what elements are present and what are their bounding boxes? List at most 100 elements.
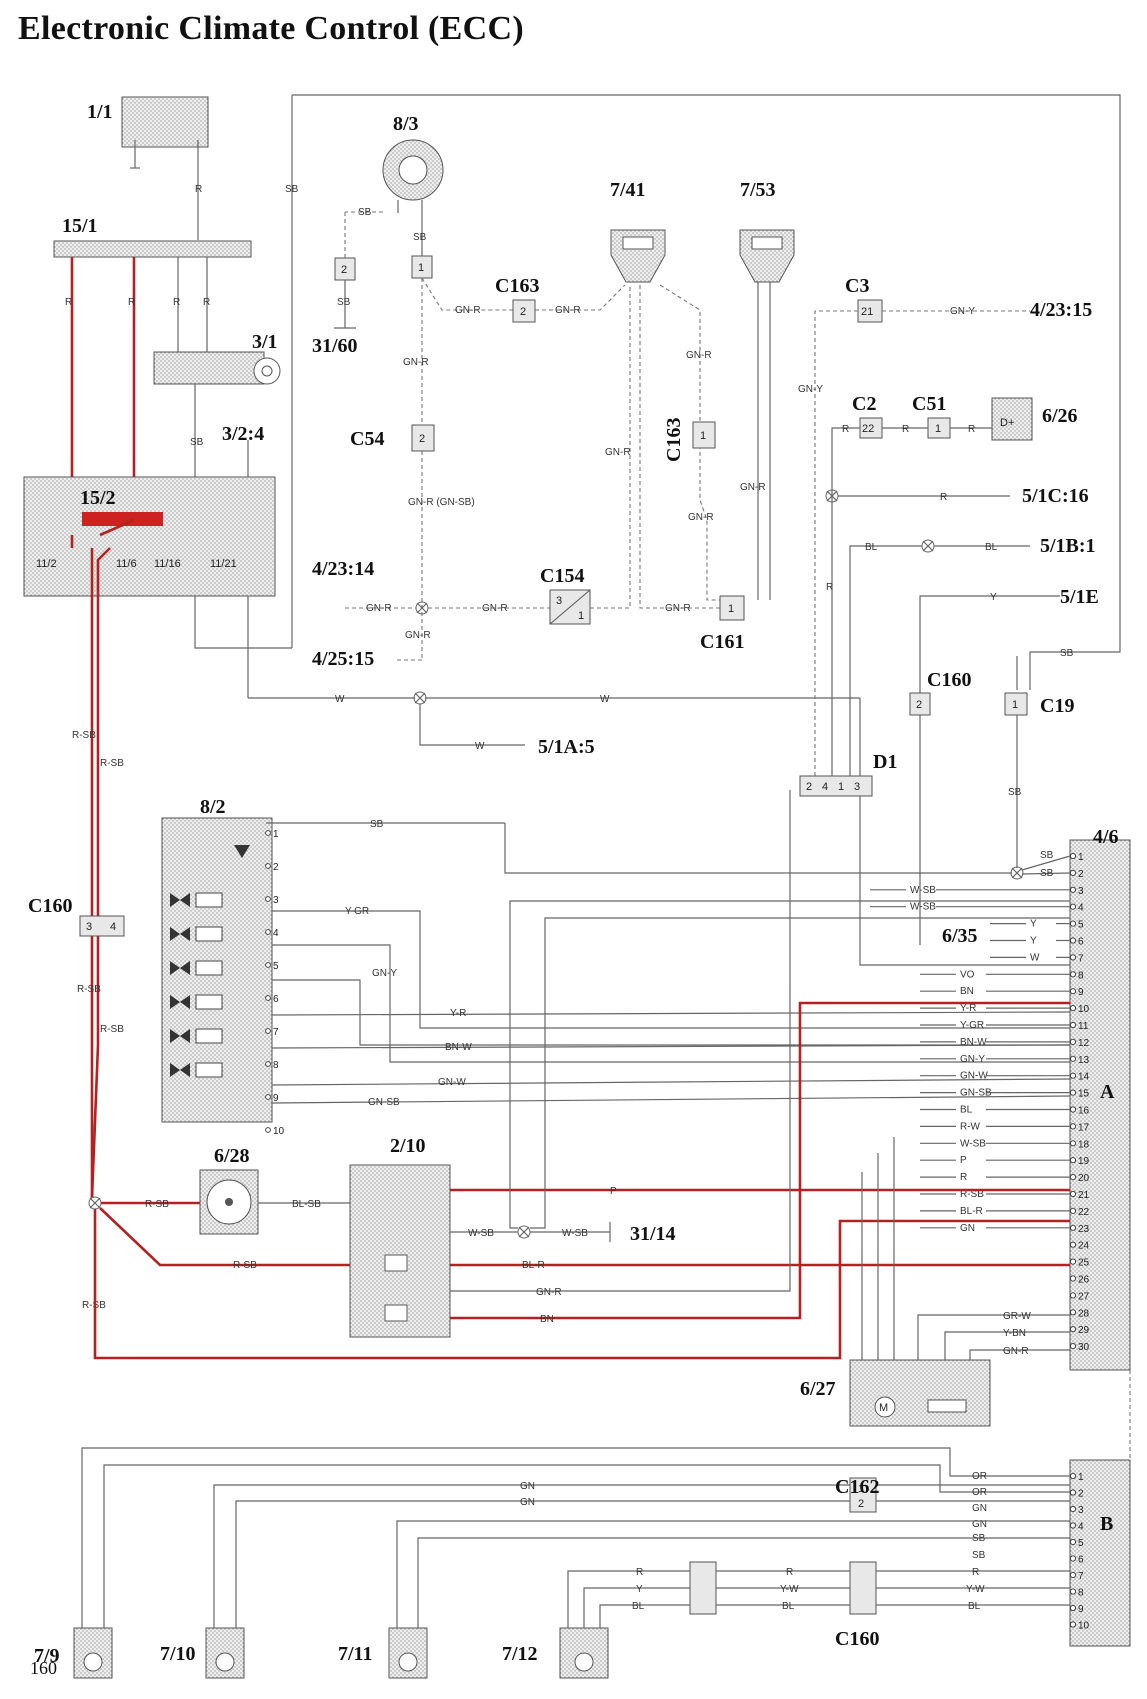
module-pin-number: 26 <box>1078 1275 1090 1286</box>
module-pin <box>1069 1038 1077 1046</box>
wire-label: R <box>842 424 849 435</box>
label-d1: D1 <box>873 751 897 773</box>
wire-label: R <box>968 424 975 435</box>
relay-coil <box>195 994 223 1010</box>
c160-left <box>79 915 125 937</box>
module-pin-number: 10 <box>1078 1004 1090 1015</box>
label-5-1b-1: 5/1B:1 <box>1040 535 1096 557</box>
module-pin <box>1069 1089 1077 1096</box>
connector-pin: 1 <box>838 781 844 793</box>
module-pin <box>1069 1224 1077 1231</box>
wire-label: Y-GR <box>345 906 369 917</box>
label-8-3: 8/3 <box>393 113 419 135</box>
control-module-4-6-B <box>1069 1459 1131 1647</box>
label-1-1: 1/1 <box>87 101 113 123</box>
label-c160-left: C160 <box>28 895 72 917</box>
wire-label: R <box>826 582 833 593</box>
wire-label: BL <box>968 1601 981 1612</box>
module-pin-number: 19 <box>1078 1156 1090 1167</box>
label-7-12: 7/12 <box>502 1643 538 1665</box>
wire-label: P <box>960 1155 967 1166</box>
module-pin-number: 14 <box>1078 1072 1090 1083</box>
fuse-label: 11/16 <box>154 558 181 570</box>
wire-label: GN <box>972 1519 987 1530</box>
wire-label: GN-SB <box>368 1097 400 1108</box>
wire-label: OR <box>972 1487 987 1498</box>
label-c160-right: C160 <box>927 669 971 691</box>
wire-label: VO <box>960 969 975 980</box>
generator-terminal: D+ <box>1000 417 1014 429</box>
wire-label: GN-R <box>405 630 431 641</box>
module-pin <box>1069 1021 1077 1029</box>
label-5-1a-5: 5/1A:5 <box>538 736 595 758</box>
relay-pin-number: 6 <box>273 994 279 1005</box>
fuse-bar-15-1 <box>53 240 252 258</box>
wire-label: SB <box>1008 787 1022 798</box>
diode-symbol <box>234 845 250 858</box>
wire-label: Y <box>636 1584 643 1595</box>
module-pin <box>1069 1309 1077 1316</box>
relay-coil <box>195 960 223 976</box>
c160-bottom-b <box>849 1561 877 1615</box>
module-pin-number: 21 <box>1078 1190 1090 1201</box>
module-pin <box>1069 988 1077 995</box>
wire-label: R <box>636 1567 643 1578</box>
fuse-label: 11/6 <box>116 558 137 570</box>
label-c161: C161 <box>700 631 744 653</box>
module-pin <box>1069 1604 1077 1612</box>
wire-label: GR-W <box>1003 1311 1031 1322</box>
wire-label: GN-R (GN-SB) <box>408 497 475 508</box>
label-7-11: 7/11 <box>338 1643 372 1665</box>
wire-label: R <box>972 1567 979 1578</box>
module-pin-number: 25 <box>1078 1258 1090 1269</box>
connector-pin: 3 <box>86 921 92 933</box>
module-pin-number: 23 <box>1078 1224 1090 1235</box>
relay-pin <box>265 1127 271 1133</box>
relay-coil <box>195 1062 223 1078</box>
wire-label: GN-Y <box>960 1054 985 1065</box>
relay-pin-number: 4 <box>273 928 279 939</box>
label-4-6: 4/6 <box>1093 826 1119 848</box>
wire-label: Y-W <box>966 1584 985 1595</box>
connector-pin: 2 <box>341 264 347 276</box>
module-pin <box>1069 1588 1077 1595</box>
wire-label: Y-GR <box>960 1020 984 1031</box>
module-pin <box>1069 1123 1077 1130</box>
motor-symbol: M <box>879 1402 888 1414</box>
relay-pin <box>265 929 271 935</box>
label-c163-right: C163 <box>663 418 685 462</box>
battery-1-1 <box>121 96 209 148</box>
module-pin-number: 12 <box>1078 1038 1090 1049</box>
module-pin <box>1069 1505 1077 1513</box>
module-pin-number: 13 <box>1078 1055 1090 1066</box>
wire-label: BL <box>782 1601 795 1612</box>
valve-symbol <box>170 893 190 907</box>
module-pin-number: 6 <box>1078 1555 1084 1566</box>
wire-label: SB <box>1060 648 1074 659</box>
relay-pin-number: 7 <box>273 1027 279 1038</box>
wire-label: R-SB <box>145 1199 169 1210</box>
relay-pin-number: 1 <box>273 829 279 840</box>
module-pin-number: 18 <box>1078 1139 1090 1150</box>
wire-label: BL-SB <box>292 1199 321 1210</box>
module-pin <box>1069 886 1077 893</box>
connector-pin: 1 <box>1012 699 1018 711</box>
module-pin <box>1069 1157 1077 1164</box>
label-c162: C162 <box>835 1476 879 1498</box>
module-pin <box>1069 1275 1077 1282</box>
generator-6-26 <box>991 397 1033 441</box>
module-pin-number: 4 <box>1078 1522 1084 1533</box>
connector-pin: 4 <box>110 921 116 933</box>
module-pin-number: 16 <box>1078 1106 1090 1117</box>
module-pin <box>1069 1207 1077 1215</box>
label-c51: C51 <box>912 393 946 415</box>
wire-label: P <box>610 1186 617 1197</box>
c19 <box>1004 692 1028 716</box>
label-6-27: 6/27 <box>800 1378 836 1400</box>
c161 <box>719 595 745 621</box>
connector-pin: 4 <box>822 781 828 793</box>
wire-label: W-SB <box>562 1228 588 1239</box>
valve-symbol <box>170 927 190 941</box>
wire-label: GN-R <box>605 447 631 458</box>
